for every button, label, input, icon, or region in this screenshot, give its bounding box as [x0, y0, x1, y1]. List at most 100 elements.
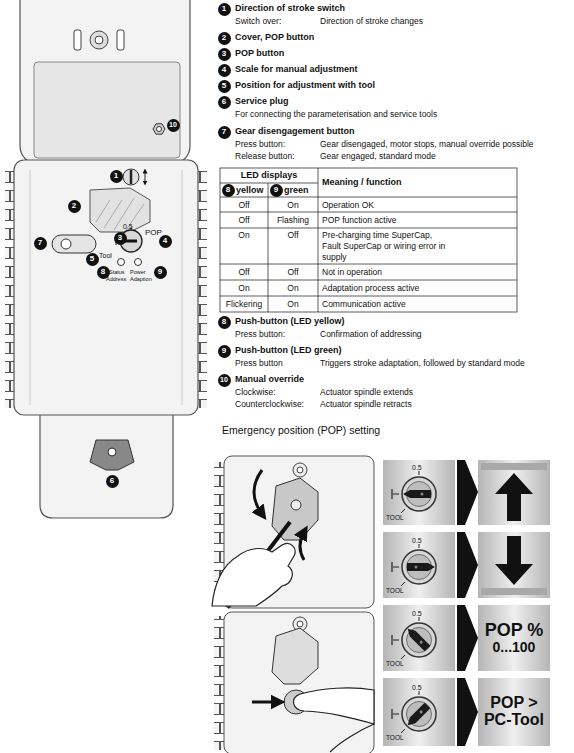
table-cell: Off: [220, 200, 268, 211]
direction-result: [495, 473, 533, 521]
hand-illustration: [293, 463, 307, 477]
hand-illustration: [297, 467, 303, 473]
dial-label: 0.5: [412, 462, 422, 473]
direction-result: [495, 536, 533, 585]
table-header: yellow: [236, 185, 264, 196]
callout-circle: [218, 316, 231, 329]
callout-number: 8: [218, 316, 231, 329]
callout-circle: [218, 126, 231, 139]
actuator-housing: [30, 170, 31, 405]
callout-text: 4: [222, 66, 226, 74]
led-buttons: [118, 259, 125, 266]
stroke-switch: [123, 169, 145, 185]
table-cell: Operation OK: [322, 200, 374, 211]
callout-text: 2: [222, 34, 226, 42]
callout-text: 5: [90, 255, 94, 263]
result-box: POP %0...100: [478, 605, 550, 671]
service-plug: [90, 440, 134, 470]
manual-override-nut: [157, 127, 162, 132]
item-text: Press button:: [235, 329, 285, 340]
pop-dial: [116, 227, 142, 252]
callout-text: 9: [222, 347, 226, 355]
callout-text: 7: [38, 239, 42, 247]
callout-circle: [34, 237, 47, 250]
callout-number: 6: [106, 475, 119, 488]
dial-label: 0.5: [412, 535, 422, 546]
led-table: [220, 168, 517, 312]
callout-text: 7: [222, 128, 226, 136]
callout-number: 2: [218, 32, 231, 45]
hand-illustration: [272, 628, 318, 684]
stroke-switch: [130, 170, 133, 184]
step-chevron: [457, 678, 478, 746]
dial-label: TOOL: [386, 658, 404, 669]
callout-circle: [218, 64, 231, 77]
dial-panel: [392, 617, 436, 659]
table-cell: POP function active: [322, 215, 397, 226]
table-cell: Communication active: [322, 299, 406, 310]
hand-illustration: [214, 616, 224, 750]
table-cell: On: [220, 230, 268, 241]
table-cell: On: [220, 283, 268, 294]
item-text: Actuator spindle extends: [320, 387, 413, 398]
dial-label: 0.5: [412, 608, 422, 619]
callout-text: 6: [222, 98, 226, 106]
manual-override-nut: [153, 124, 165, 134]
hand-illustration: [294, 688, 374, 724]
callout-circle: [106, 475, 119, 488]
stroke-switch: [123, 169, 139, 185]
table-cell: Off: [268, 267, 318, 278]
callout-circle: [86, 253, 99, 266]
step-chevron: [457, 460, 478, 525]
item-heading: Direction of stroke switch: [235, 3, 345, 14]
tool-label: Tool: [99, 250, 112, 261]
callout-number: 1: [218, 3, 231, 16]
result-box: POP > PC-Tool: [478, 678, 550, 746]
item-text: Direction of stroke changes: [320, 16, 423, 27]
table-cell: Flashing: [268, 215, 318, 226]
callout-text: 3: [222, 50, 226, 58]
callout-number: 2: [68, 200, 81, 213]
callout-number: 8: [222, 184, 235, 197]
item-text: Clockwise:: [235, 387, 276, 398]
hand-illustration: [330, 724, 374, 752]
callout-number: 5: [86, 253, 99, 266]
actuator-housing: [117, 30, 124, 50]
table-header: LED displays: [220, 170, 318, 181]
callout-number: 6: [218, 96, 231, 109]
pop-cover: [90, 188, 150, 232]
item-heading: Manual override: [235, 374, 304, 385]
item-text: For connecting the parameterisation and …: [235, 109, 437, 120]
dial-label: TOOL: [386, 585, 404, 596]
hand-illustration: [272, 478, 318, 540]
callout-number: 7: [218, 126, 231, 139]
step-chevron: [457, 460, 478, 746]
callout-text: 8: [226, 186, 230, 194]
callout-circle: [218, 345, 231, 358]
callout-text: 10: [169, 121, 177, 129]
item-heading: Gear disengagement button: [235, 126, 355, 137]
scale-label: 0.5: [123, 221, 133, 232]
callout-circle: [110, 170, 123, 183]
dial-panel: [383, 605, 455, 671]
table-cell: Off: [220, 267, 268, 278]
callout-circle: [270, 184, 283, 197]
item-text: Counterclockwise:: [235, 399, 304, 410]
led-label: Address: [106, 274, 126, 285]
dial-panel: [405, 626, 430, 651]
table-cell: Not in operation: [322, 267, 382, 278]
item-text: Press button: [235, 358, 283, 369]
direction-result: [478, 460, 550, 598]
led-buttons: [135, 259, 142, 266]
dial-panel: [392, 471, 436, 513]
dial-panel: [383, 532, 455, 598]
item-text: Gear disengaged, motor stops, manual ove…: [320, 139, 534, 150]
direction-result: [478, 532, 550, 598]
item-text: Gear engaged, standard mode: [320, 151, 436, 162]
callout-text: 2: [72, 202, 76, 210]
pop-cover: [90, 188, 150, 232]
callout-number: 9: [218, 345, 231, 358]
actuator-housing: [74, 30, 81, 50]
item-text: Press button:: [235, 139, 285, 150]
led-buttons: [118, 259, 142, 266]
